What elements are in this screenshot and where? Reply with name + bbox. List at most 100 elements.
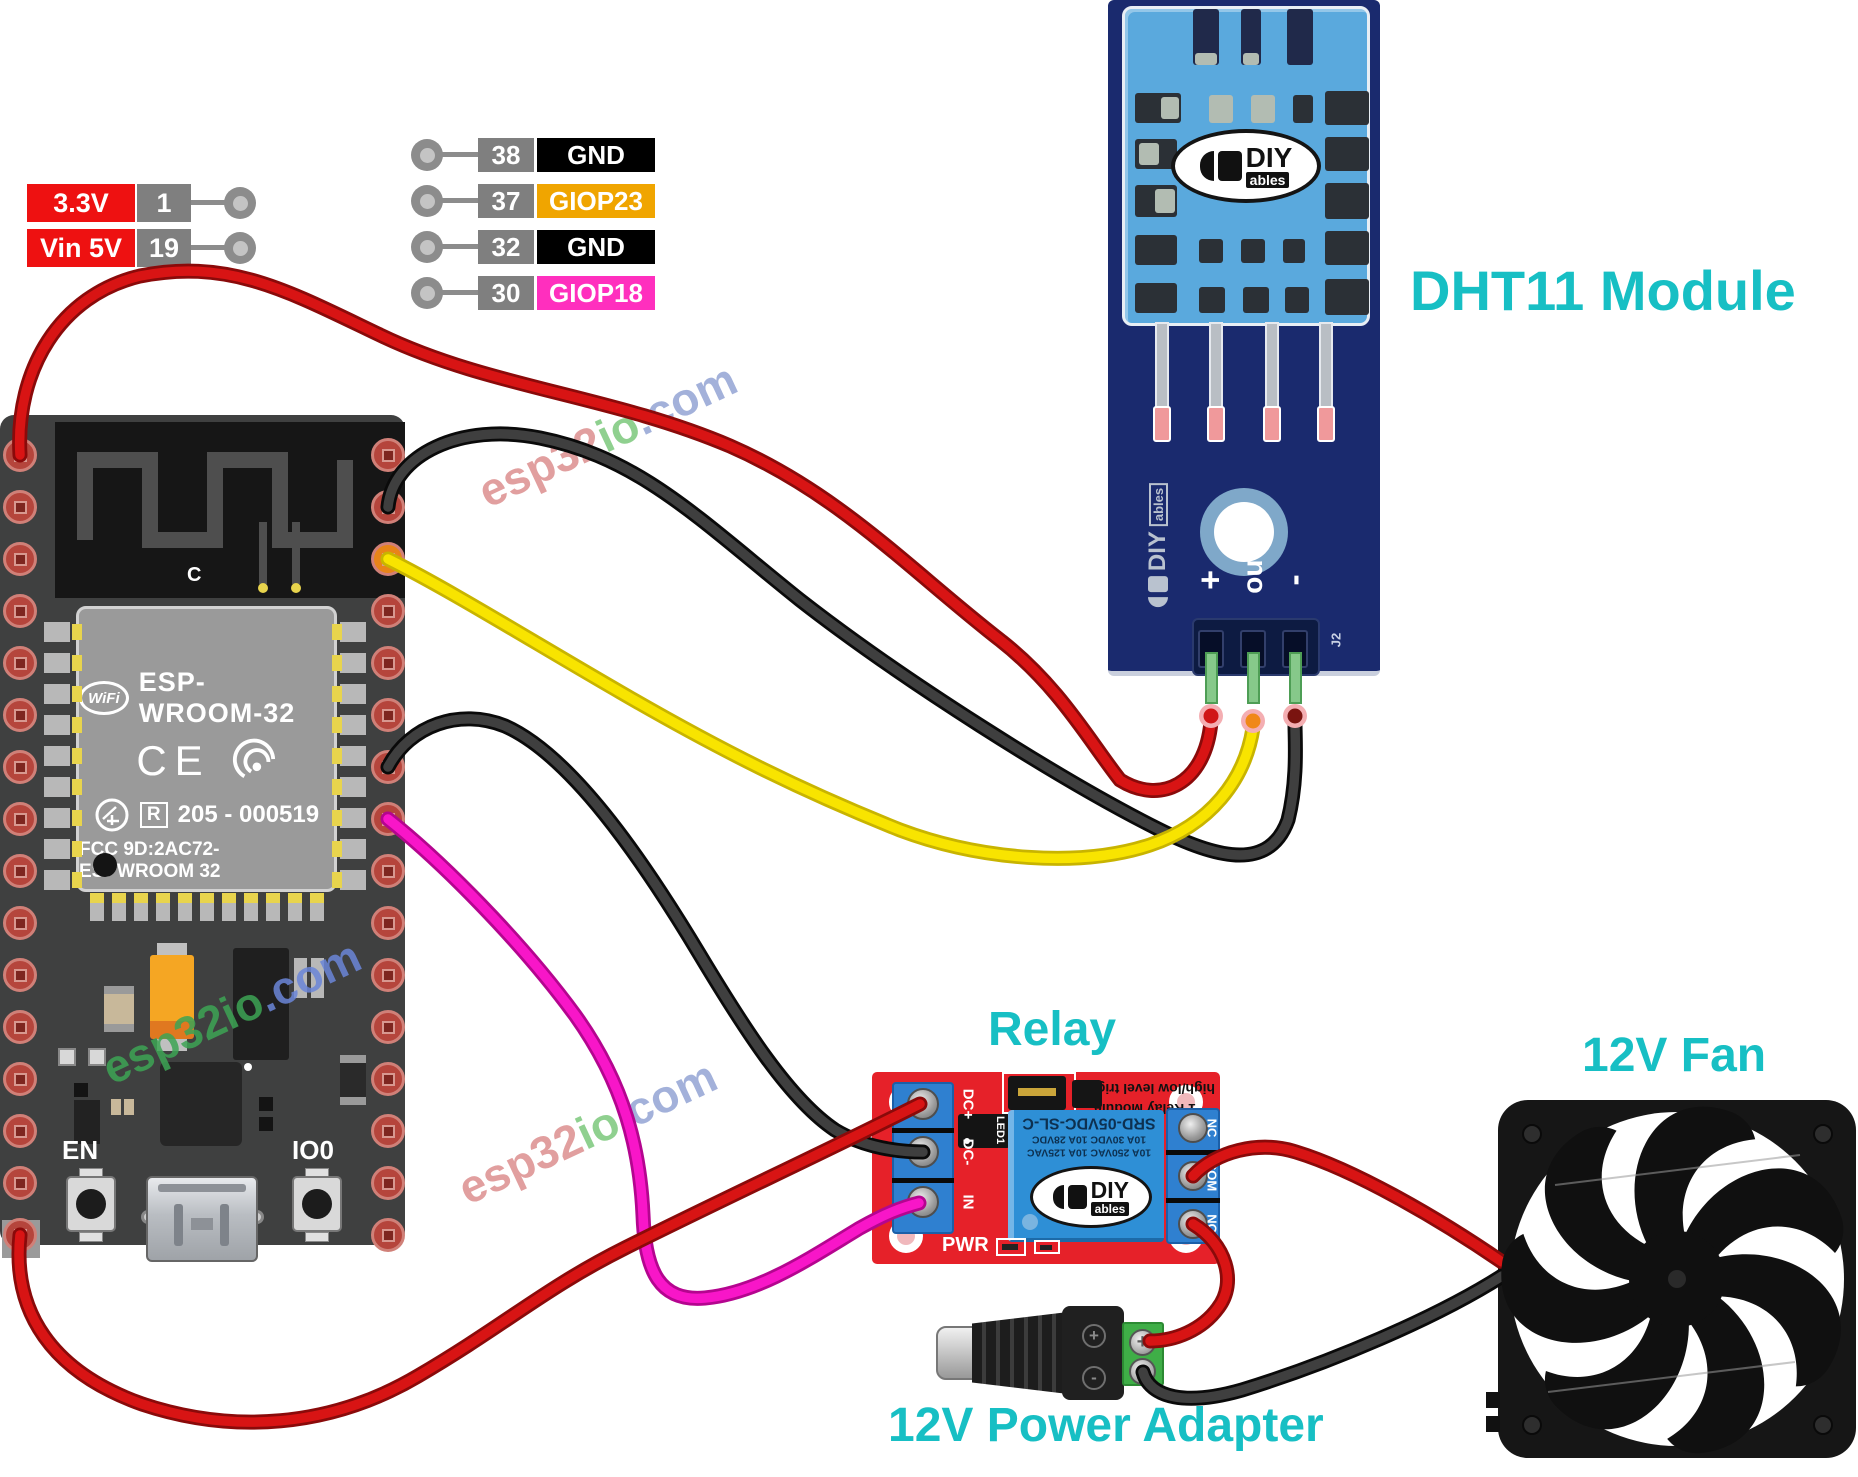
castellated-pad-gold — [72, 624, 82, 640]
castellated-pad — [44, 839, 70, 859]
esp32-pin-left-14 — [3, 1166, 37, 1200]
io0-button[interactable] — [292, 1176, 342, 1232]
strain-relief — [972, 1312, 1068, 1394]
dht-minus-tip — [1287, 708, 1303, 724]
pwr-label: PWR — [942, 1234, 989, 1256]
fan-blade — [1544, 1292, 1689, 1430]
relay-title: Relay — [988, 1003, 1117, 1056]
sensor-vent-slot — [1199, 239, 1223, 263]
castellated-pad — [44, 684, 70, 704]
castellated-pad — [44, 653, 70, 673]
castellated-pad — [44, 715, 70, 735]
fan-blade — [1694, 1254, 1841, 1387]
sensor-vent-slot — [1325, 231, 1369, 265]
mounting-hole — [1214, 502, 1274, 562]
castellated-pad — [340, 622, 366, 642]
castellated-pad-gold — [72, 841, 82, 857]
header-pin — [1205, 652, 1218, 704]
header-pin — [1289, 652, 1302, 704]
bottom-pad-gold — [90, 893, 104, 903]
wire-gnd-to-relay-dcminus — [380, 711, 931, 1160]
polarity-minus-mark: - — [1082, 1366, 1106, 1390]
sensor-vent-slot — [1293, 95, 1313, 123]
sensor-vent-slot — [1243, 287, 1269, 313]
fan-screw-hole — [1813, 1415, 1833, 1435]
esp32-pin-right-4 — [371, 646, 405, 680]
castellated-pad-gold — [332, 779, 342, 795]
sensor-leg-solder — [1153, 406, 1171, 442]
esp32-pin-right-8 — [371, 854, 405, 888]
esp32-pin-left-8 — [3, 854, 37, 888]
screw-nc[interactable] — [1178, 1113, 1208, 1143]
castellated-pad — [340, 746, 366, 766]
logo-subtext: ables — [1245, 172, 1290, 188]
fan-blade — [1544, 1126, 1670, 1281]
esp32-pin-left-9 — [3, 906, 37, 940]
smd-component-tan — [104, 986, 134, 1032]
callout-pin32: 32 — [478, 230, 534, 264]
smd-component — [340, 1055, 366, 1105]
shield-module-name-row: WiFi ESP- WROOM-32 — [79, 667, 334, 729]
castellated-pad — [44, 808, 70, 828]
ce-mark: CE — [136, 737, 211, 784]
sensor-vent-slot — [1283, 239, 1305, 263]
esp32-pin-left-2 — [3, 542, 37, 576]
esp32-pin-left-1 — [3, 490, 37, 524]
esp32-pin-left-6 — [3, 750, 37, 784]
jumper-block[interactable] — [1072, 1080, 1102, 1108]
castellated-pad-gold — [332, 872, 342, 888]
callout-line — [441, 290, 479, 295]
sensor-vent-slot — [1135, 283, 1177, 313]
fan-screw-hole — [1522, 1415, 1542, 1435]
sensor-vent-slot — [1325, 183, 1369, 219]
castellated-pad-gold — [332, 748, 342, 764]
bottom-pad-gold — [310, 893, 324, 903]
ic-chip-large — [233, 948, 289, 1060]
bottom-pad — [244, 903, 258, 921]
r-mark: R — [139, 802, 168, 828]
micro-usb-port[interactable] — [146, 1176, 258, 1262]
bottom-pad — [222, 903, 236, 921]
smd-component — [124, 1099, 134, 1115]
sensor-leg-solder — [1207, 406, 1225, 442]
dht11-title: DHT11 Module — [1410, 259, 1796, 322]
esp32-pin-left-3 — [3, 594, 37, 628]
capacitor-lead — [157, 943, 187, 955]
callout-giop23-label: GIOP23 — [537, 184, 655, 218]
fan-blade — [1634, 1106, 1756, 1258]
jumper-pin — [1018, 1088, 1056, 1096]
sensor-vent-slot — [1135, 235, 1177, 265]
sensor-vent-slot — [1243, 53, 1259, 65]
bottom-pad-gold — [156, 893, 170, 903]
esp32-pin-right-3 — [371, 594, 405, 628]
esp32-pin-right-11 — [371, 1010, 405, 1044]
espressif-swirl-icon — [232, 738, 275, 778]
sensor-vent-slot — [1161, 97, 1179, 119]
terminal-separator — [1166, 1198, 1220, 1203]
castellated-pad — [44, 777, 70, 797]
en-button[interactable] — [66, 1176, 116, 1232]
chip-dot — [964, 1138, 970, 1144]
esp32-pin-left-12 — [3, 1062, 37, 1096]
castellated-pad — [340, 839, 366, 859]
esp32-antenna-region: C — [55, 422, 405, 598]
castellated-pad-gold — [72, 717, 82, 733]
castellated-pad-gold — [332, 717, 342, 733]
shield-cert-row: CE — [79, 737, 334, 785]
castellated-pad-gold — [72, 686, 82, 702]
sensor-vent-slot — [1241, 9, 1261, 65]
sensor-leg-solder — [1263, 406, 1281, 442]
logo-glyph — [1217, 151, 1242, 181]
fan-blade-streak — [1547, 1361, 1796, 1393]
fan-blade — [1501, 1233, 1653, 1343]
silk-outline — [996, 1238, 1026, 1256]
callout-gnd-label: GND — [537, 230, 655, 264]
module-name: ESP- WROOM-32 — [138, 667, 296, 728]
bottom-pad — [156, 903, 170, 921]
sensor-vent-slot — [1209, 95, 1233, 123]
button-tab — [79, 1232, 103, 1242]
esp32-pin-right-12 — [371, 1062, 405, 1096]
wire-adapter-minus-to-fan — [1135, 1268, 1510, 1406]
